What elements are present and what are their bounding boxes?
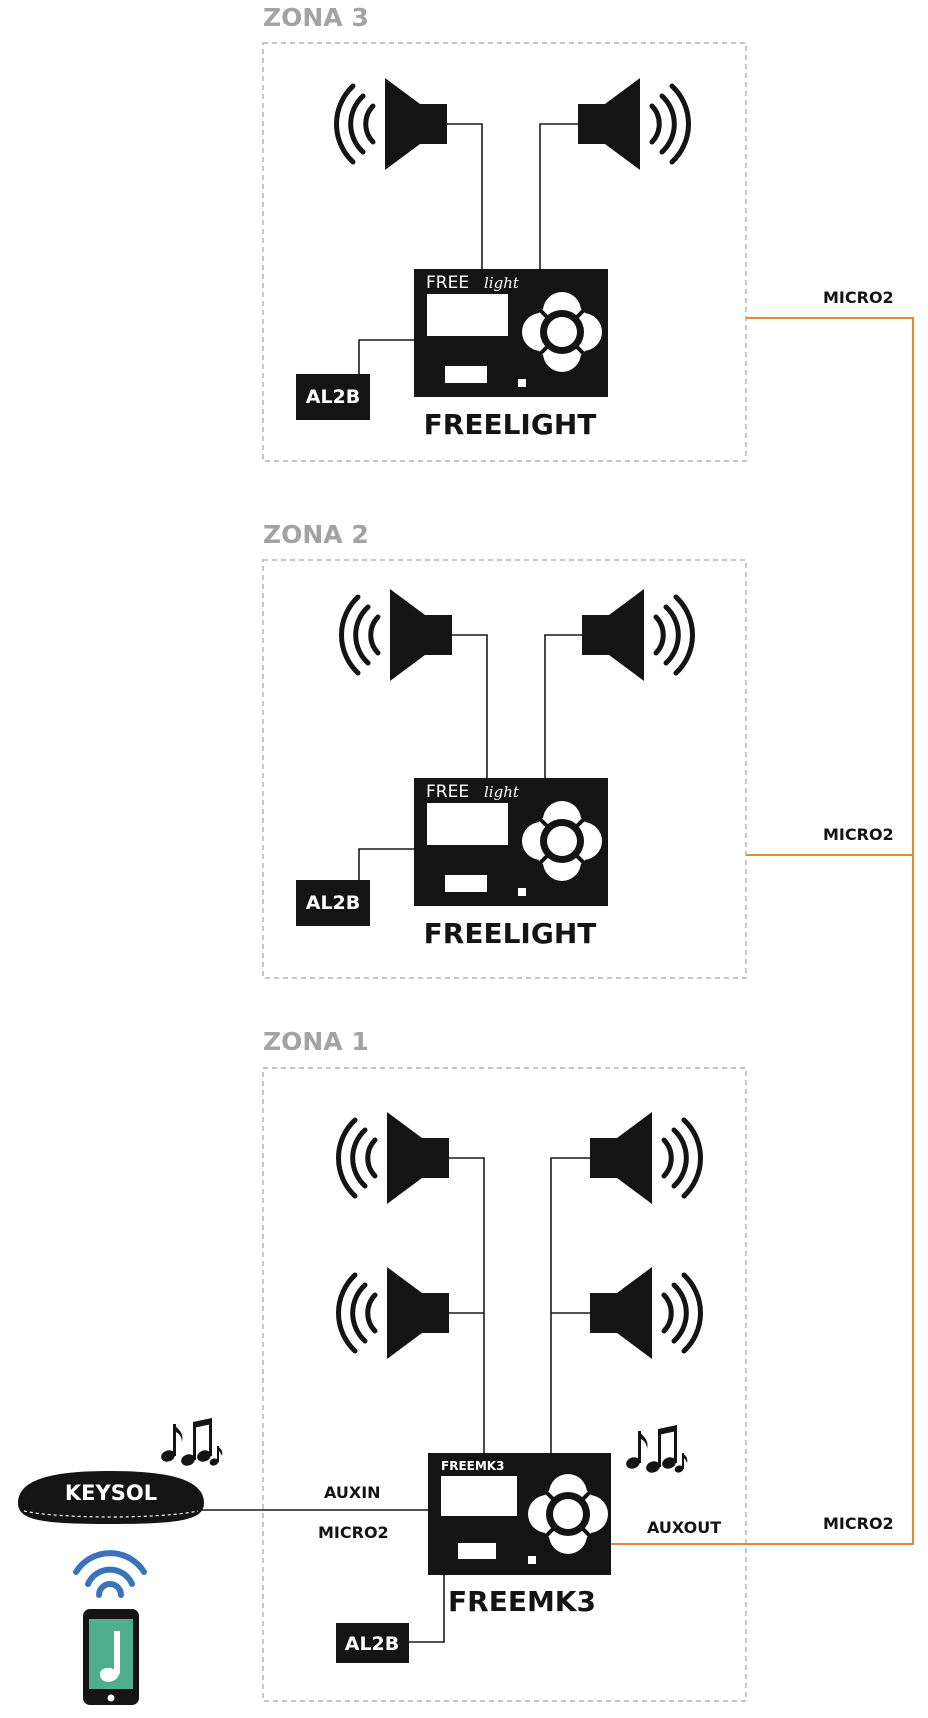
speaker-wire <box>449 1157 485 1454</box>
speaker-wire <box>550 1157 590 1454</box>
brand-logo: FREEMK3 <box>441 1459 504 1473</box>
device-label: FREELIGHT <box>424 917 597 950</box>
speaker-wire <box>539 123 578 270</box>
card-slot <box>445 875 487 892</box>
power-wire <box>358 848 416 882</box>
card-slot <box>458 1543 496 1559</box>
speaker-icon <box>338 1267 449 1359</box>
zone-2: ZONA 2 FREE light FREELIGHT AL2B <box>262 520 747 979</box>
brand-logo: FREE <box>426 782 469 802</box>
brand-logo: FREE <box>426 273 469 293</box>
device-label: FREEMK3 <box>448 1585 596 1618</box>
freelight-keypad: FREE light <box>414 269 608 397</box>
power-supply-label: AL2B <box>306 386 361 408</box>
bus-label: MICRO2 <box>823 825 894 844</box>
bus-label: MICRO2 <box>823 1514 894 1533</box>
speaker-icon <box>578 78 689 170</box>
zone-title: ZONA 2 <box>263 520 369 549</box>
power-wire <box>358 339 416 377</box>
speaker-wire <box>447 123 483 270</box>
power-supply-box: AL2B <box>336 1623 409 1663</box>
freelight-keypad: FREE light <box>414 778 608 906</box>
zone-frame <box>262 42 747 462</box>
dpad-icon <box>526 1472 610 1556</box>
bus-wire <box>611 317 914 1545</box>
brand-logo-script: light <box>484 783 520 801</box>
card-slot <box>445 366 487 383</box>
dpad-icon <box>520 290 604 374</box>
speaker-icon <box>338 1112 449 1204</box>
power-supply-box: AL2B <box>296 880 370 926</box>
display-screen <box>441 1476 517 1516</box>
auxin-label: AUXIN <box>324 1483 381 1502</box>
speaker-icon <box>341 589 452 681</box>
zone-3: ZONA 3 FREE light FREELIGHT AL2B <box>262 3 747 462</box>
smartphone-icon <box>83 1609 139 1705</box>
speaker-icon <box>590 1267 701 1359</box>
aux-input: AUXIN MICRO2 KEYSOL <box>18 1418 428 1705</box>
music-notes-icon <box>159 1418 223 1468</box>
micro2-bus: MICRO2 MICRO2 MICRO2 AUXOUT <box>611 288 914 1545</box>
led-indicator <box>518 888 526 896</box>
power-supply-label: AL2B <box>306 892 361 914</box>
music-notes-icon <box>624 1425 688 1475</box>
freemk3-keypad: FREEMK3 <box>428 1453 611 1575</box>
keysol-receiver-icon: KEYSOL <box>18 1471 204 1524</box>
power-supply-label: AL2B <box>345 1633 400 1655</box>
speaker-icon <box>590 1112 701 1204</box>
zone-1: ZONA 1 FREEMK3 FREEMK3 AL2B <box>262 1027 747 1702</box>
speaker-icon <box>582 589 693 681</box>
led-indicator <box>518 379 526 387</box>
speaker-wire <box>452 634 488 779</box>
bus-label: MICRO2 <box>823 288 894 307</box>
speaker-wire <box>544 634 582 779</box>
zone-title: ZONA 1 <box>263 1027 369 1056</box>
device-label: FREELIGHT <box>424 408 597 441</box>
display-screen <box>427 803 508 845</box>
power-wire <box>408 1575 445 1643</box>
wifi-icon <box>73 1550 147 1598</box>
auxin-micro-label: MICRO2 <box>318 1523 389 1542</box>
power-supply-box: AL2B <box>296 374 370 420</box>
zone-frame <box>262 559 747 979</box>
display-screen <box>427 294 508 336</box>
dpad-icon <box>520 799 604 883</box>
brand-logo-script: light <box>484 274 520 292</box>
speaker-icon <box>336 78 447 170</box>
led-indicator <box>528 1556 536 1564</box>
keysol-label: KEYSOL <box>65 1481 157 1505</box>
auxout-label: AUXOUT <box>647 1518 721 1537</box>
zone-title: ZONA 3 <box>263 3 369 32</box>
